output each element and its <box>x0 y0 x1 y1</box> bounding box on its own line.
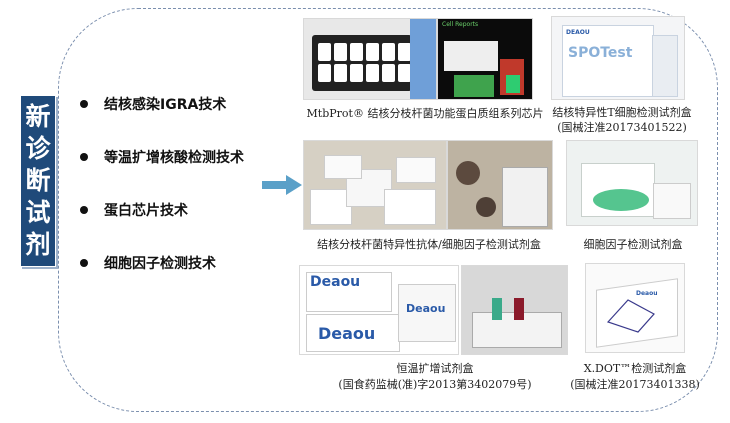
bullet-dot-icon <box>80 153 88 161</box>
title-char-4: 试 <box>25 198 51 227</box>
title-char-1: 新 <box>25 102 51 131</box>
title-char-5: 剂 <box>25 230 51 259</box>
deaou-logo: DEAOU <box>566 29 590 36</box>
caption-xdot-line2: (国械注准20173401338) <box>570 378 700 391</box>
spotest-kit-image: DEAOU SPOTest <box>551 16 685 100</box>
bullet-dot-icon <box>80 100 88 108</box>
caption-isothermal-line1: 恒温扩增试剂盒 <box>396 362 474 375</box>
caption-isothermal-line2: (国食药监械(准)字2013第3402079号) <box>338 378 532 391</box>
test-plate-image <box>447 140 553 230</box>
caption-spotest-line1: 结核特异性T细胞检测试剂盒 <box>552 106 692 119</box>
caption-xdot-line1: X.DOT™检测试剂盒 <box>583 362 687 375</box>
cytokine-kit-image <box>566 140 698 226</box>
title-char-3: 断 <box>25 166 51 195</box>
caption-antibody-kit: 结核分枝杆菌特异性抗体/细胞因子检测试剂盒 <box>317 238 541 251</box>
deaou-logo: Deaou <box>310 274 361 290</box>
bullet-dot-icon <box>80 206 88 214</box>
caption-protein-chip: MtbProt® 结核分枝杆菌功能蛋白质组系列芯片 <box>306 107 544 120</box>
bullet-text: 蛋白芯片技术 <box>104 203 188 219</box>
sidebar-title: 新 诊 断 试 剂 <box>20 95 56 267</box>
protein-chip-image <box>303 18 437 100</box>
deaou-logo: Deaou <box>636 290 658 297</box>
arrow-right-icon <box>262 175 302 195</box>
spotest-logo: SPOTest <box>568 45 633 61</box>
title-char-2: 诊 <box>25 134 51 163</box>
bullet-text: 结核感染IGRA技术 <box>104 97 227 113</box>
caption-spotest-line2: (国械注准20173401522) <box>557 121 687 134</box>
deaou-logo: Deaou <box>406 302 446 315</box>
content-frame <box>58 8 718 412</box>
bullet-text: 细胞因子检测技术 <box>104 256 216 272</box>
bullet-cytokine: 细胞因子检测技术 <box>80 251 244 275</box>
bullet-isothermal: 等温扩增核酸检测技术 <box>80 145 244 169</box>
bullet-protein-chip: 蛋白芯片技术 <box>80 198 244 222</box>
antibody-kit-image <box>303 140 447 230</box>
bullet-text: 等温扩增核酸检测技术 <box>104 150 244 166</box>
xdot-kit-image: Deaou <box>585 263 685 353</box>
technology-list: 结核感染IGRA技术 等温扩增核酸检测技术 蛋白芯片技术 细胞因子检测技术 <box>80 92 244 304</box>
reagent-rack-image <box>461 265 568 355</box>
cell-reports-header: Cell Reports <box>442 21 479 28</box>
bullet-igra: 结核感染IGRA技术 <box>80 92 244 116</box>
caption-cytokine-kit: 细胞因子检测试剂盒 <box>583 238 683 251</box>
deaou-logo: Deaou <box>318 324 376 343</box>
cell-reports-image: Cell Reports <box>437 18 533 100</box>
isothermal-kit-image: Deaou Deaou Deaou <box>299 265 459 355</box>
bullet-dot-icon <box>80 259 88 267</box>
